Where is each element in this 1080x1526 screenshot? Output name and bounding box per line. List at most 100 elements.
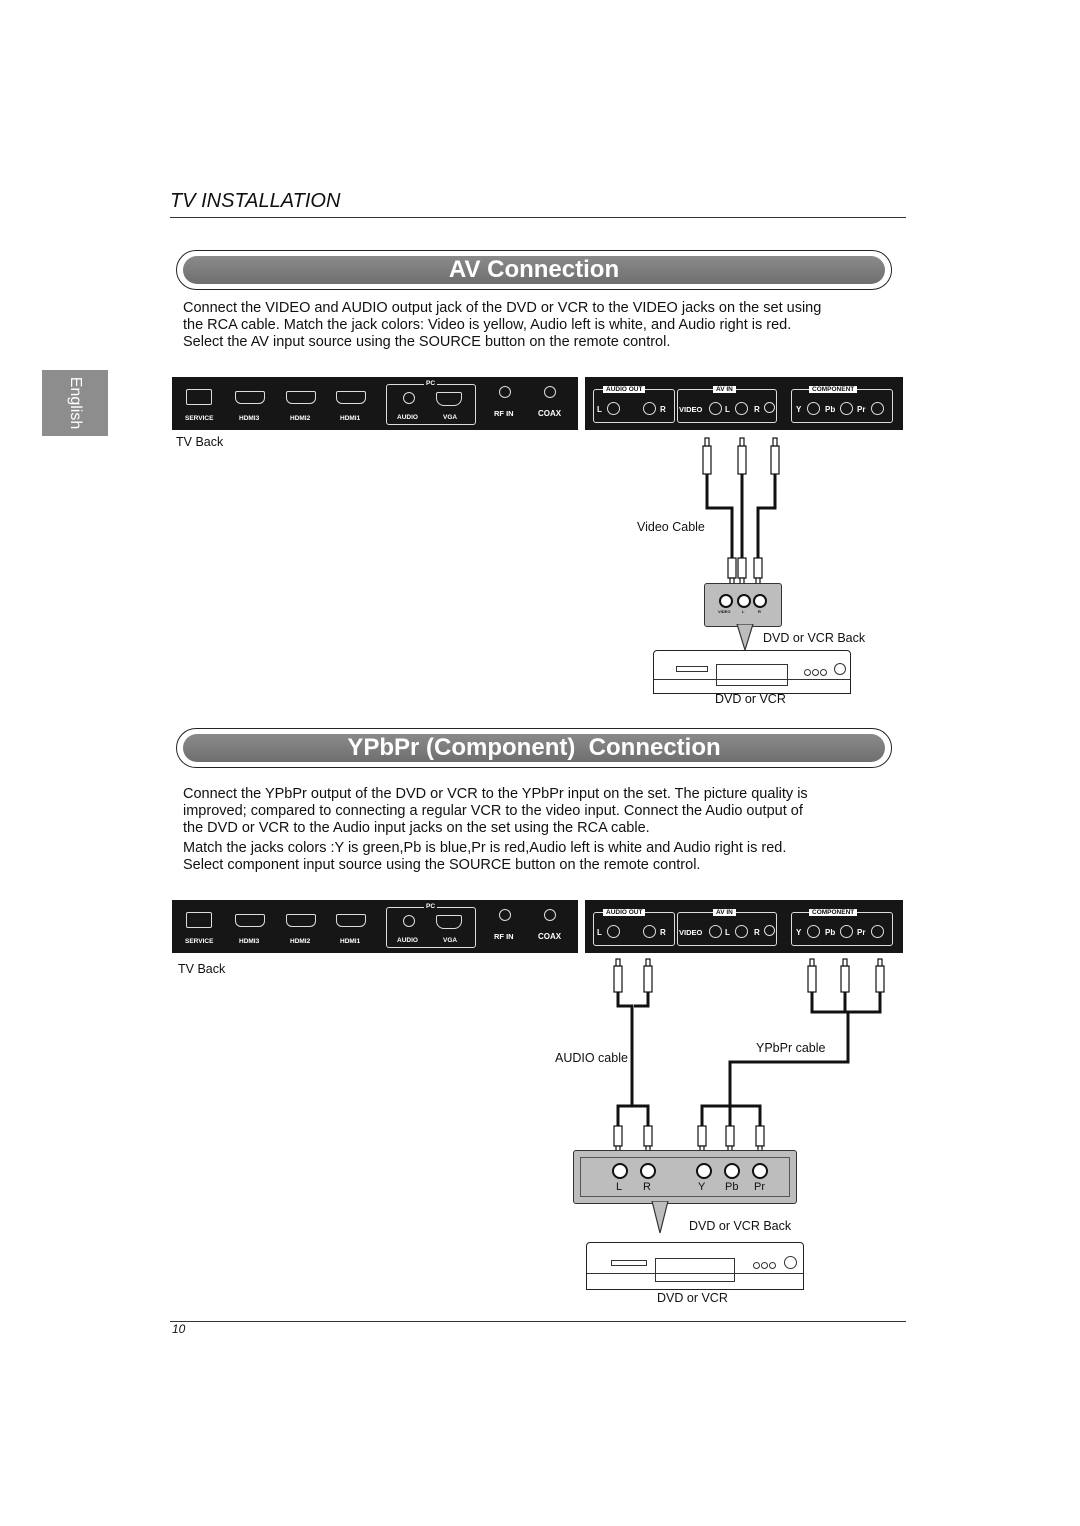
jack-icon [709, 925, 722, 938]
device-back-plate: L R Y Pb Pr [573, 1150, 797, 1204]
footer-rule [170, 1321, 906, 1322]
ypbpr-instructions: Connect the YPbPr output of the DVD or V… [183, 786, 883, 874]
audio-jack-icon [403, 392, 415, 404]
jack-label-pr: Pr [857, 928, 866, 937]
power-knob [834, 663, 846, 675]
front-divider [587, 1273, 803, 1274]
jack-icon [871, 402, 884, 415]
av-connection-banner: AV Connection [176, 250, 892, 290]
usb-port-icon [186, 389, 212, 405]
front-divider [654, 679, 850, 680]
device-jack-label: VIDEO [718, 609, 731, 614]
jack-icon [719, 594, 733, 608]
audio-jack-icon [403, 915, 415, 927]
ypbpr-cable-label: YPbPr cable [756, 1041, 826, 1055]
display-window [716, 664, 788, 686]
port-label-rf-in: RF IN [494, 409, 514, 418]
dvd-player-illustration [586, 1242, 804, 1290]
jack-icon [607, 402, 620, 415]
jack-icon [752, 1163, 768, 1179]
device-jack-label: L [616, 1181, 623, 1193]
jack-icon [840, 402, 853, 415]
language-tab: English [42, 370, 108, 436]
button-dot [804, 669, 811, 676]
port-label-service: SERVICE [185, 415, 214, 422]
pc-group-label: PC [424, 380, 438, 387]
ypbpr-connection-banner: YPbPr (Component) Connection [176, 728, 892, 768]
tv-back-panel-left: SERVICE HDMI3 HDMI2 HDMI1 PC AUDIO VGA R… [172, 377, 578, 430]
hdmi-port-icon [286, 914, 316, 927]
tv-back-panel-right: AUDIO OUT L R AV IN VIDEO L R COMPONENT … [585, 900, 903, 953]
coax-jack-icon [544, 386, 556, 398]
jack-icon [607, 925, 620, 938]
jack-label-l: L [725, 405, 730, 414]
jack-icon [640, 1163, 656, 1179]
ypbpr-instruction-line: the DVD or VCR to the Audio input jacks … [183, 820, 650, 836]
audio-out-label: AUDIO OUT [603, 386, 646, 393]
jack-icon [709, 402, 722, 415]
jack-label-video: VIDEO [679, 928, 703, 937]
jack-icon [840, 925, 853, 938]
hdmi-port-icon [235, 914, 265, 927]
jack-icon [737, 594, 751, 608]
port-label-coax: COAX [538, 932, 562, 941]
power-knob [784, 1256, 797, 1269]
button-dot [753, 1262, 760, 1269]
jack-icon [807, 402, 820, 415]
device-label: DVD or VCR [657, 1291, 728, 1305]
audio-cable-label: AUDIO cable [555, 1051, 628, 1065]
device-back-plate: VIDEO L R [704, 583, 782, 627]
device-jack-label: L [742, 609, 745, 614]
port-label-vga: VGA [443, 937, 458, 944]
av-connection-title: AV Connection [183, 256, 885, 284]
jack-icon [612, 1163, 628, 1179]
av-instructions: Connect the VIDEO and AUDIO output jack … [183, 300, 883, 351]
av-instruction-line: the RCA cable. Match the jack colors: Vi… [183, 317, 792, 333]
port-label-coax: COAX [538, 409, 562, 418]
display-window [655, 1258, 735, 1282]
vga-port-icon [436, 392, 462, 406]
jack-icon [764, 925, 775, 936]
av-instruction-line: Select the AV input source using the SOU… [183, 334, 671, 350]
jack-label-video: VIDEO [679, 405, 703, 414]
device-jack-label: R [758, 609, 761, 614]
device-label: DVD or VCR [715, 692, 786, 706]
jack-label-r: R [660, 928, 666, 937]
jack-label-y: Y [796, 405, 802, 414]
callout-pointer [736, 624, 754, 652]
port-label-hdmi2: HDMI2 [290, 415, 311, 422]
button-dot [769, 1262, 776, 1269]
header-rule [170, 217, 906, 218]
dvd-player-illustration [653, 650, 851, 694]
audio-out-label: AUDIO OUT [603, 909, 646, 916]
video-cable-label: Video Cable [637, 520, 705, 534]
jack-label-pb: Pb [825, 928, 836, 937]
plate-inset [580, 1157, 790, 1197]
section-title: TV INSTALLATION [170, 190, 341, 212]
port-label-vga: VGA [443, 414, 458, 421]
device-jack-label: R [643, 1181, 651, 1193]
jack-icon [735, 925, 748, 938]
jack-label-r: R [660, 405, 666, 414]
tv-back-label: TV Back [176, 435, 224, 449]
port-label-hdmi1: HDMI1 [340, 415, 361, 422]
jack-icon [871, 925, 884, 938]
jack-icon [753, 594, 767, 608]
av-instruction-line: Connect the VIDEO and AUDIO output jack … [183, 300, 822, 316]
jack-icon [807, 925, 820, 938]
callout-pointer [651, 1201, 669, 1234]
vga-port-icon [436, 915, 462, 929]
rf-jack-icon [499, 386, 511, 398]
hdmi-port-icon [336, 914, 366, 927]
device-back-label: DVD or VCR Back [689, 1219, 792, 1233]
tv-back-panel-right: AUDIO OUT L R AV IN VIDEO L R COMPONENT … [585, 377, 903, 430]
language-tab-label: English [67, 376, 84, 430]
rf-jack-icon [499, 909, 511, 921]
hdmi-port-icon [286, 391, 316, 404]
tv-back-label: TV Back [178, 962, 226, 976]
component-label: COMPONENT [809, 386, 858, 393]
jack-icon [724, 1163, 740, 1179]
port-label-service: SERVICE [185, 938, 214, 945]
device-jack-label: Pr [754, 1181, 765, 1193]
jack-label-y: Y [796, 928, 802, 937]
